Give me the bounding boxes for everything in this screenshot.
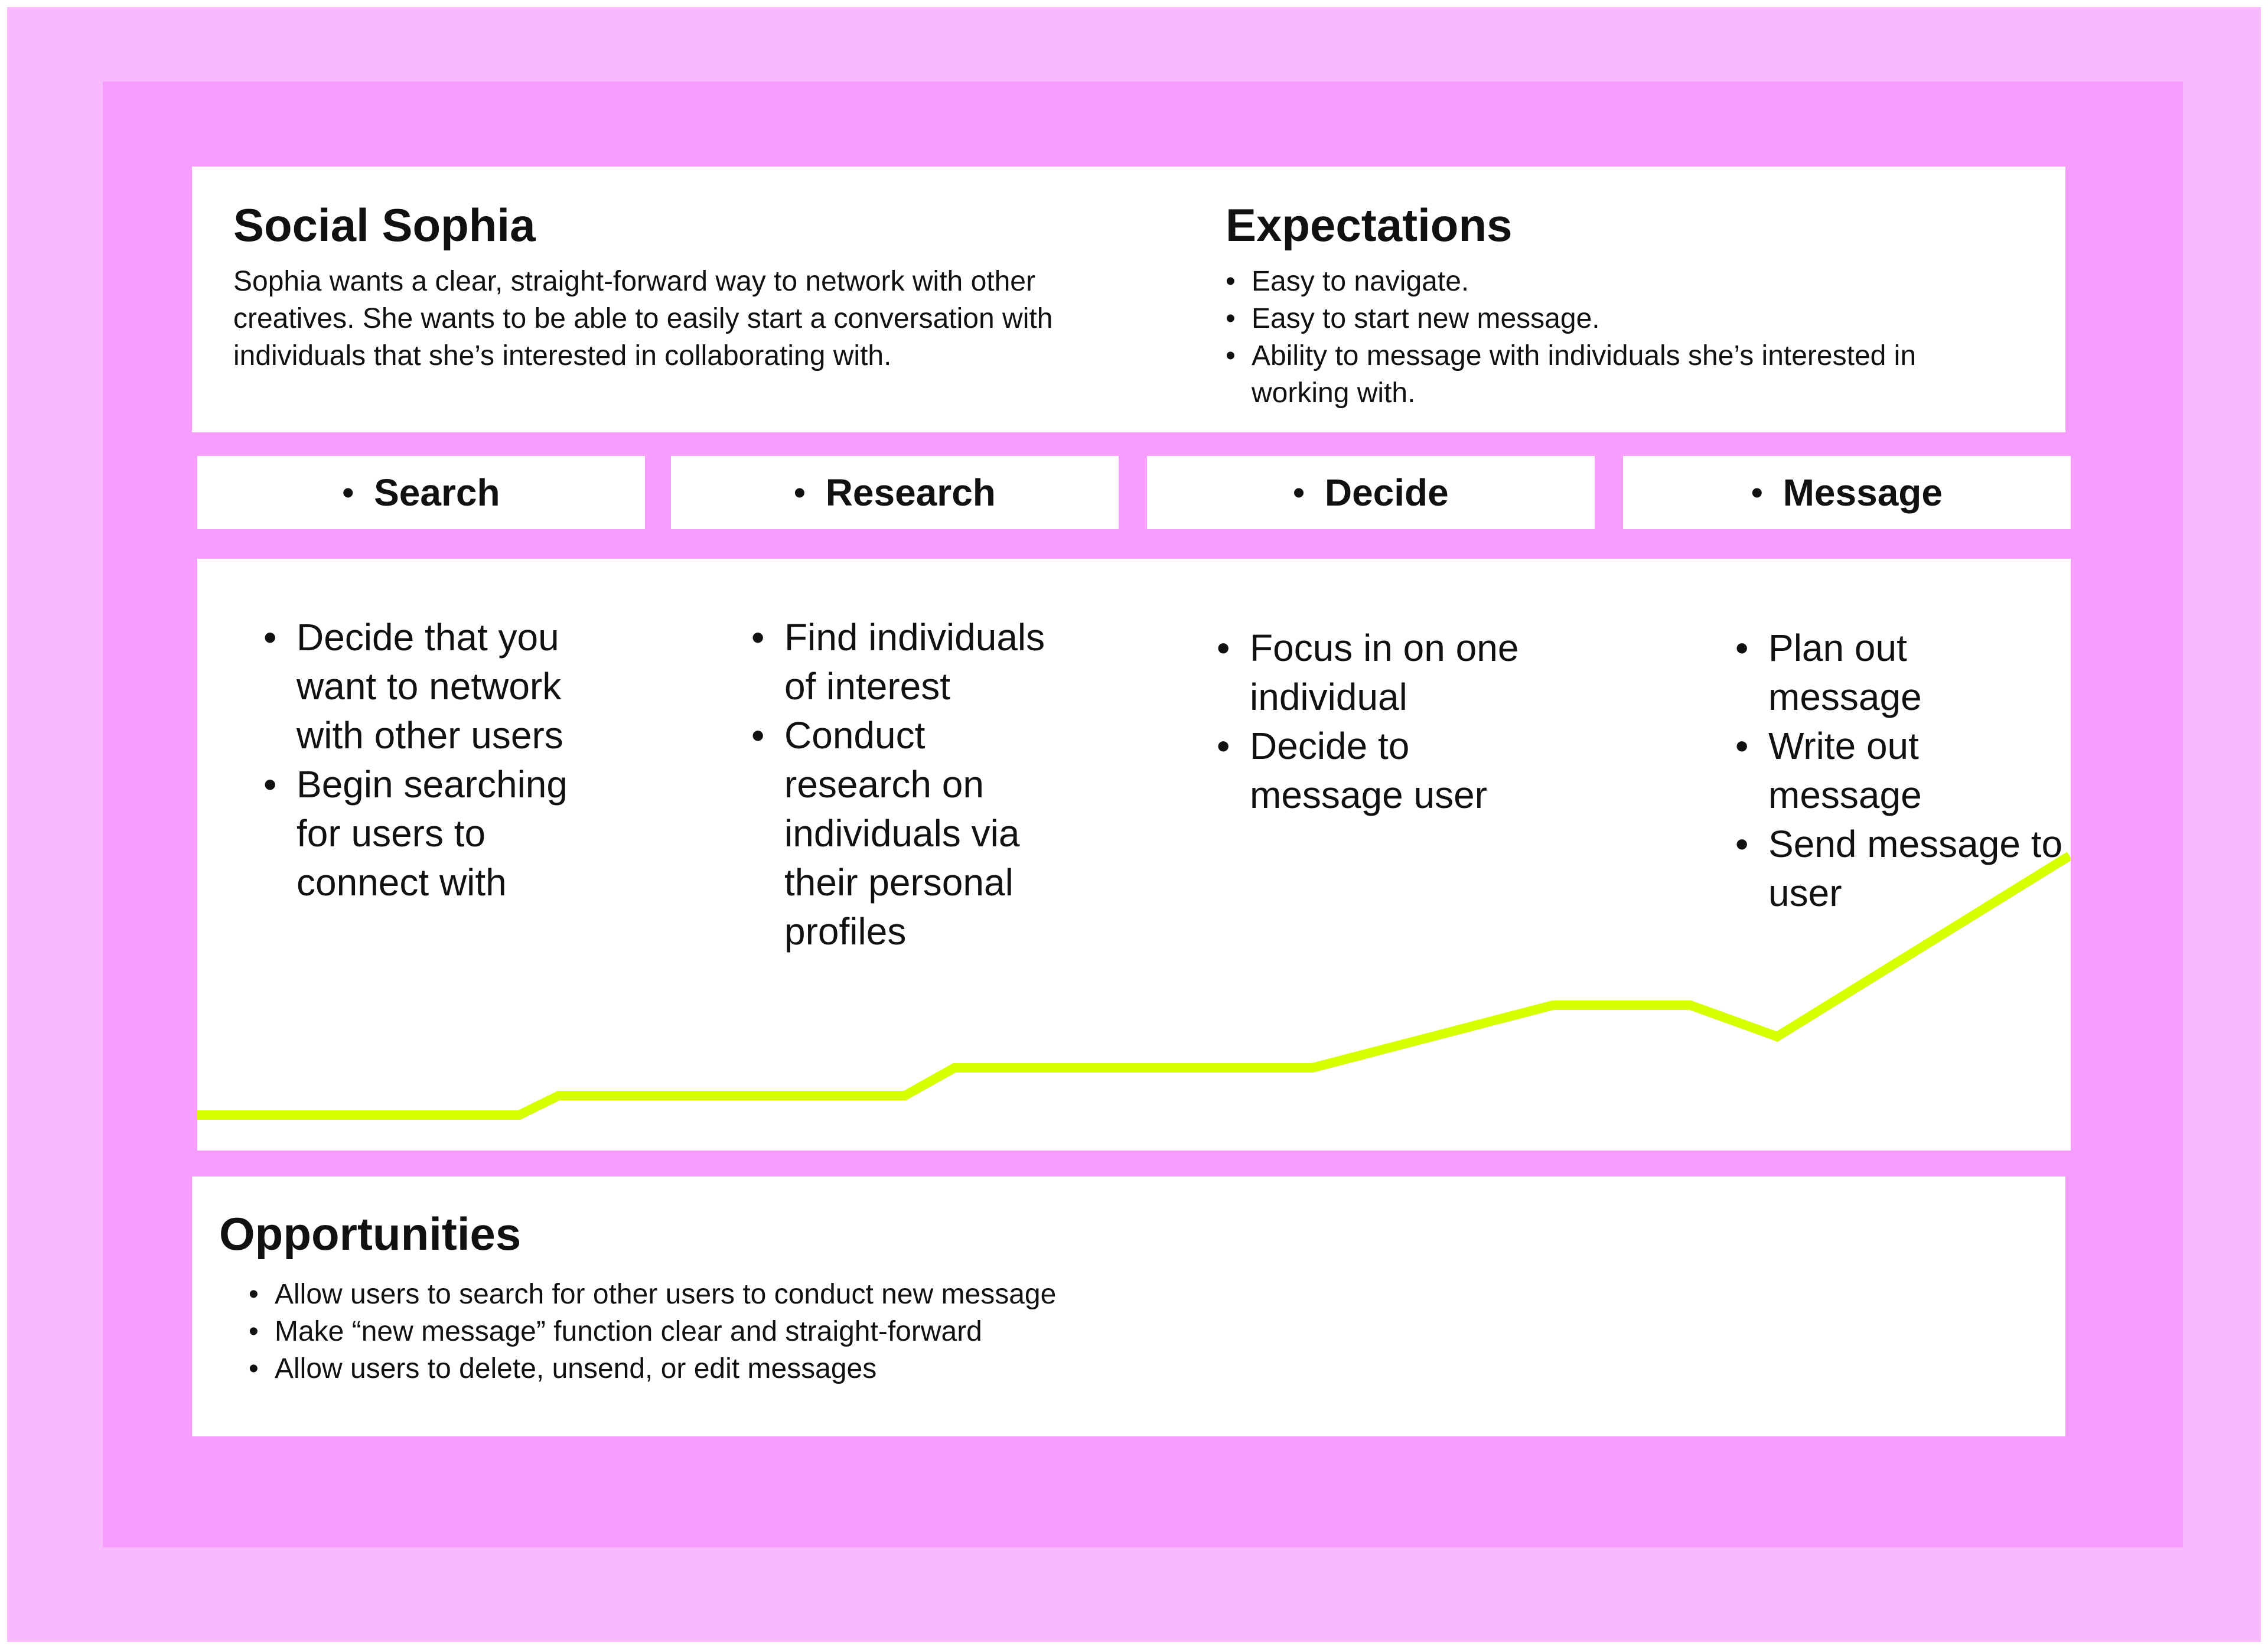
stage-label: Message — [1783, 471, 1943, 514]
step-item: Focus in on one individual — [1217, 624, 1547, 722]
emotion-journey-line — [197, 852, 2071, 1120]
journey-steps-card: Decide that you want to network with oth… — [197, 559, 2071, 1151]
stage-label: Research — [825, 471, 996, 514]
bullet-icon: • — [794, 474, 806, 511]
step-item: Plan out message — [1735, 624, 2066, 722]
step-item: Begin searching for users to connect wit… — [263, 760, 594, 907]
opportunities-card: Opportunities Allow users to search for … — [192, 1177, 2065, 1436]
step-item: Decide that you want to network with oth… — [263, 613, 594, 760]
step-item: Decide to message user — [1217, 722, 1547, 820]
opportunity-item: Make “new message” function clear and st… — [249, 1313, 1902, 1350]
steps-decide: Focus in on one individual Decide to mes… — [1217, 624, 1547, 820]
stage-label: Decide — [1324, 471, 1449, 514]
stage-label: Search — [374, 471, 500, 514]
bullet-icon: • — [342, 474, 354, 511]
step-item: Send message to user — [1735, 820, 2066, 918]
stage-header-decide: • Decide — [1147, 456, 1595, 529]
steps-message: Plan out message Write out message Send … — [1735, 624, 2066, 918]
bullet-icon: • — [1293, 474, 1305, 511]
expectations-list: Easy to navigate. Easy to start new mess… — [1226, 263, 1970, 412]
expectation-item: Easy to navigate. — [1226, 263, 1970, 300]
step-item: Find individuals of interest — [751, 613, 1082, 711]
persona-description: Sophia wants a clear, straight-forward w… — [233, 266, 1053, 371]
persona-card: Social Sophia Sophia wants a clear, stra… — [192, 167, 2065, 432]
expectation-item: Easy to start new message. — [1226, 300, 1970, 337]
expectation-item: Ability to message with individuals she’… — [1226, 337, 1970, 412]
opportunity-item: Allow users to delete, unsend, or edit m… — [249, 1350, 1902, 1387]
opportunities-list: Allow users to search for other users to… — [249, 1276, 1902, 1387]
journey-line-path — [197, 852, 2071, 1120]
persona-title: Social Sophia — [233, 199, 536, 251]
stage-header-message: • Message — [1623, 456, 2071, 529]
stage-header-search: • Search — [197, 456, 645, 529]
steps-research: Find individuals of interest Conduct res… — [751, 613, 1082, 956]
expectations-title: Expectations — [1226, 199, 1513, 251]
stage-header-research: • Research — [671, 456, 1119, 529]
step-item: Write out message — [1735, 722, 2066, 820]
steps-search: Decide that you want to network with oth… — [263, 613, 594, 907]
bullet-icon: • — [1751, 474, 1763, 511]
opportunities-title: Opportunities — [219, 1208, 522, 1260]
opportunity-item: Allow users to search for other users to… — [249, 1276, 1902, 1313]
step-item: Conduct research on individuals via thei… — [751, 711, 1082, 956]
